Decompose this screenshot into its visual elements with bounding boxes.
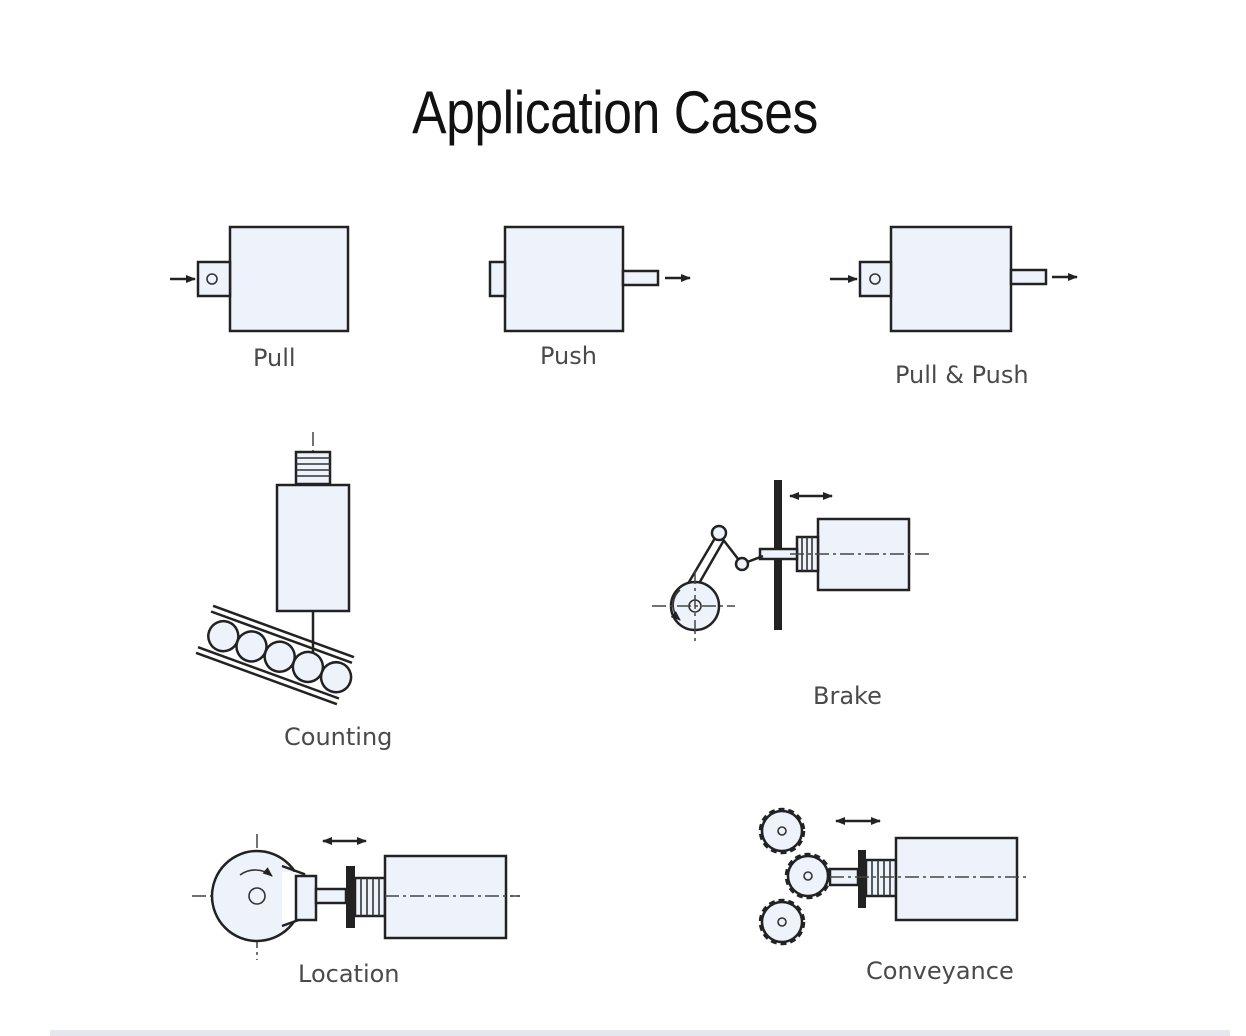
brake-diagram bbox=[652, 480, 930, 645]
case-label-pull: Pull bbox=[253, 344, 296, 372]
push-solenoid-diagram bbox=[488, 225, 691, 333]
case-label-conveyance: Conveyance bbox=[866, 957, 1014, 985]
case-label-counting: Counting bbox=[284, 723, 393, 751]
bottom-divider bbox=[50, 1030, 1230, 1036]
case-label-push: Push bbox=[540, 342, 597, 370]
pull-push-solenoid-diagram bbox=[830, 225, 1078, 333]
case-label-location: Location bbox=[298, 960, 400, 988]
page-title: Application Cases bbox=[412, 79, 818, 146]
location-diagram bbox=[192, 834, 520, 960]
case-label-brake: Brake bbox=[813, 682, 882, 710]
pull-solenoid-diagram bbox=[170, 225, 350, 333]
counting-diagram bbox=[195, 432, 355, 706]
conveyance-diagram bbox=[758, 807, 1028, 946]
case-label-pull-push: Pull & Push bbox=[895, 361, 1029, 389]
